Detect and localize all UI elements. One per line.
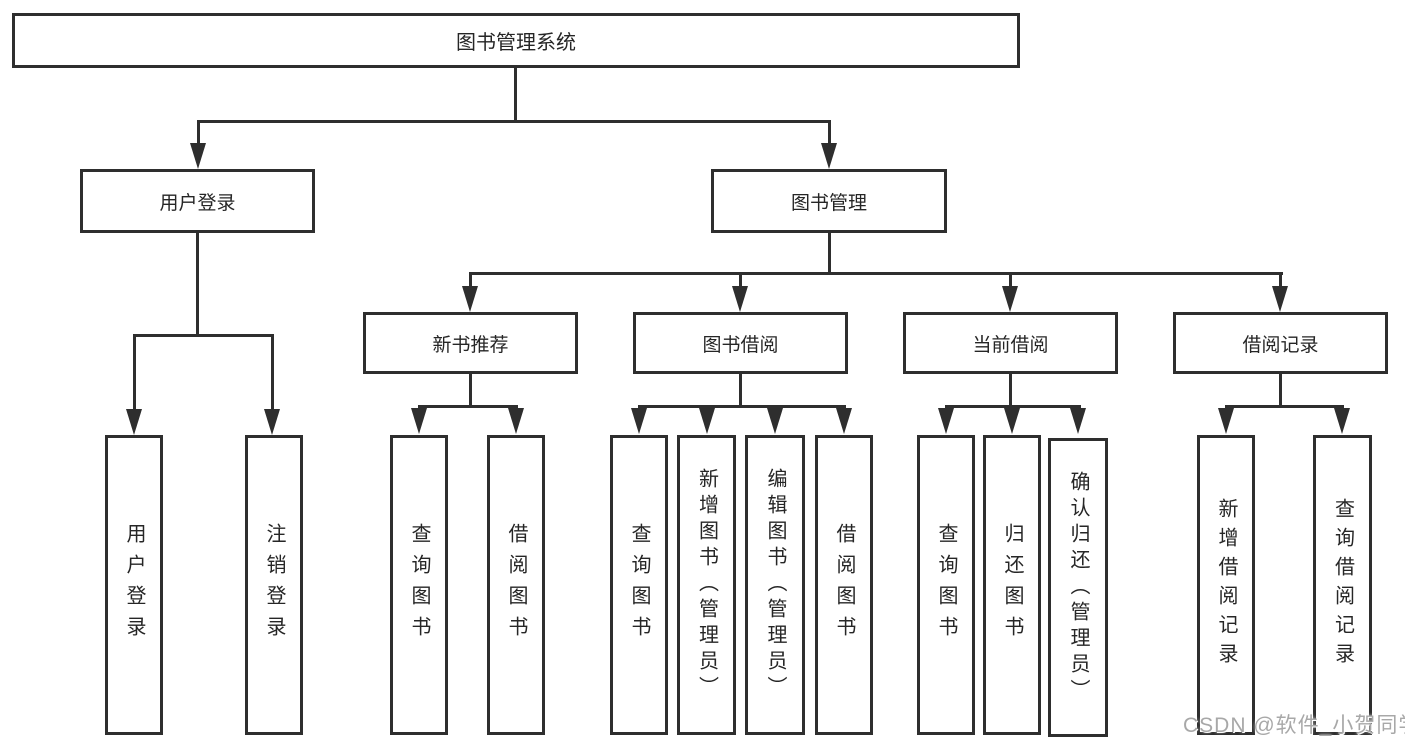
connector-root-horizontal	[197, 120, 831, 123]
node-leaf-cb-query-book: 查询图书	[917, 435, 975, 735]
node-leaf-logout: 注销登录	[245, 435, 303, 735]
connector-user-login-drop-2	[271, 334, 274, 412]
node-user-login: 用户登录	[80, 169, 315, 233]
arrow-down-icon	[938, 408, 954, 434]
connector-user-login-drop-1	[133, 334, 136, 412]
arrow-down-icon	[1004, 408, 1020, 434]
arrow-down-icon	[836, 408, 852, 434]
node-leaf-bb-query-book: 查询图书	[610, 435, 668, 735]
node-label: 注销登录	[263, 523, 285, 647]
node-book-management: 图书管理	[711, 169, 947, 233]
node-leaf-br-query-record: 查询借阅记录	[1313, 435, 1372, 735]
connector-root-stem	[514, 68, 517, 122]
node-label: 图书管理	[790, 192, 867, 214]
arrow-down-icon	[126, 409, 142, 435]
arrow-down-icon	[411, 408, 427, 434]
node-label: 新增借阅记录	[1215, 498, 1237, 672]
node-label: 新增图书（管理员）	[695, 468, 718, 702]
node-label: 编辑图书（管理员）	[764, 468, 786, 702]
connector-book-mgmt-drop-2	[739, 272, 742, 290]
node-label: 图书管理系统	[456, 32, 576, 54]
node-label: 用户登录	[123, 523, 145, 647]
connector-nbr-stem	[469, 374, 472, 408]
node-label: 归还图书	[1001, 523, 1023, 647]
node-label: 新书推荐	[432, 334, 509, 356]
node-leaf-bb-edit-book-admin: 编辑图书（管理员）	[745, 435, 805, 735]
arrow-down-icon	[1218, 408, 1234, 434]
connector-cb-stem	[1009, 374, 1012, 408]
node-leaf-user-login: 用户登录	[105, 435, 163, 735]
node-current-borrow: 当前借阅	[903, 312, 1118, 374]
node-leaf-bb-borrow-book: 借阅图书	[815, 435, 873, 735]
node-book-borrow: 图书借阅	[633, 312, 848, 374]
node-label: 借阅图书	[833, 523, 855, 647]
node-leaf-bb-add-book-admin: 新增图书（管理员）	[677, 435, 736, 735]
connector-root-drop-left	[197, 120, 200, 148]
arrow-down-icon	[821, 143, 837, 169]
node-leaf-cb-return-book: 归还图书	[983, 435, 1041, 735]
arrow-down-icon	[1334, 408, 1350, 434]
connector-root-drop-right	[828, 120, 831, 148]
connector-user-login-horizontal	[133, 334, 274, 337]
node-label: 确认归还（管理员）	[1067, 470, 1089, 705]
arrow-down-icon	[767, 408, 783, 434]
node-new-book-recommend: 新书推荐	[363, 312, 578, 374]
node-label: 查询图书	[628, 523, 650, 647]
node-library-management-system: 图书管理系统	[12, 13, 1020, 68]
connector-book-mgmt-horizontal	[469, 272, 1283, 275]
arrow-down-icon	[264, 409, 280, 435]
arrow-down-icon	[190, 143, 206, 169]
node-label: 查询图书	[935, 523, 957, 647]
arrow-down-icon	[462, 286, 478, 312]
node-label: 当前借阅	[972, 334, 1049, 356]
connector-user-login-stem	[196, 233, 199, 337]
connector-book-mgmt-stem	[828, 233, 831, 275]
csdn-watermark: CSDN @软件_小贺同学	[1183, 714, 1405, 737]
node-leaf-br-add-record: 新增借阅记录	[1197, 435, 1255, 735]
connector-book-mgmt-drop-3	[1009, 272, 1012, 290]
arrow-down-icon	[732, 286, 748, 312]
connector-book-mgmt-drop-1	[469, 272, 472, 290]
node-borrow-record: 借阅记录	[1173, 312, 1388, 374]
arrow-down-icon	[631, 408, 647, 434]
connector-cb-horizontal	[945, 405, 1081, 408]
arrow-down-icon	[1272, 286, 1288, 312]
node-label: 借阅记录	[1242, 334, 1319, 356]
connector-book-mgmt-drop-4	[1279, 272, 1282, 290]
node-label: 用户登录	[159, 192, 236, 214]
arrow-down-icon	[1002, 286, 1018, 312]
connector-br-horizontal	[1225, 405, 1344, 408]
node-leaf-cb-confirm-return-admin: 确认归还（管理员）	[1048, 438, 1108, 737]
connector-bb-horizontal	[638, 405, 846, 408]
connector-bb-stem	[739, 374, 742, 408]
arrow-down-icon	[1070, 408, 1086, 434]
arrow-down-icon	[699, 408, 715, 434]
arrow-down-icon	[508, 408, 524, 434]
node-label: 查询图书	[408, 523, 430, 647]
connector-nbr-horizontal	[418, 405, 518, 408]
node-leaf-nbr-query-book: 查询图书	[390, 435, 448, 735]
node-label: 查询借阅记录	[1331, 498, 1354, 672]
connector-br-stem	[1279, 374, 1282, 408]
node-leaf-nbr-borrow-book: 借阅图书	[487, 435, 545, 735]
node-label: 图书借阅	[702, 334, 779, 356]
node-label: 借阅图书	[505, 523, 527, 647]
